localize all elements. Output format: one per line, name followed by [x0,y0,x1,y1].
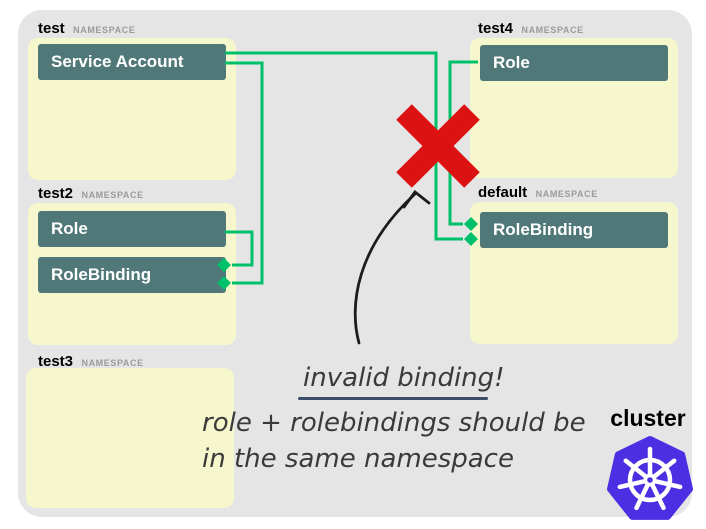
resource-role-test4: Role [480,45,668,81]
annotation-underline [298,397,488,400]
resource-service-account: Service Account [38,44,226,80]
diamond-arrowhead-icon [464,232,478,246]
namespace-box-test: Service Account [28,38,236,180]
namespace-label-test3: test3 NAMESPACE [38,353,144,371]
annotation-arrow-icon [353,190,431,345]
namespace-name: test4 [478,20,514,37]
resource-role-test2: Role [38,211,226,247]
namespace-name: test3 [38,353,74,370]
link-sa-to-test2-rolebinding [225,61,264,285]
namespace-box-default: RoleBinding [470,202,678,344]
namespace-box-test3 [26,368,234,508]
namespace-name: default [478,184,528,201]
namespace-label-test2: test2 NAMESPACE [38,185,144,203]
namespace-tag: NAMESPACE [73,25,136,35]
namespace-label-default: default NAMESPACE [478,184,598,202]
namespace-tag: NAMESPACE [535,189,598,199]
namespace-box-test2: Role RoleBinding [28,203,236,345]
resource-rolebinding-default: RoleBinding [480,212,668,248]
diamond-arrowhead-icon [217,258,231,272]
namespace-box-test4: Role [470,38,678,178]
namespace-tag: NAMESPACE [81,358,144,368]
namespace-tag: NAMESPACE [81,190,144,200]
namespace-label-test4: test4 NAMESPACE [478,20,584,38]
red-cross-icon [396,104,480,188]
namespace-tag: NAMESPACE [521,25,584,35]
resource-rolebinding-test2: RoleBinding [38,257,226,293]
annotation-line2: in the same namespace [202,444,514,474]
diamond-arrowhead-icon [217,276,231,290]
namespace-name: test [38,20,65,37]
annotation-line1: role + rolebindings should be [202,408,586,438]
link-test2role-to-test2-rolebinding [225,230,254,267]
cluster-label: cluster [610,405,686,431]
namespace-label-test: test NAMESPACE [38,20,135,38]
namespace-name: test2 [38,185,74,202]
diamond-arrowhead-icon [464,217,478,231]
annotation-title: invalid binding! [303,363,505,393]
